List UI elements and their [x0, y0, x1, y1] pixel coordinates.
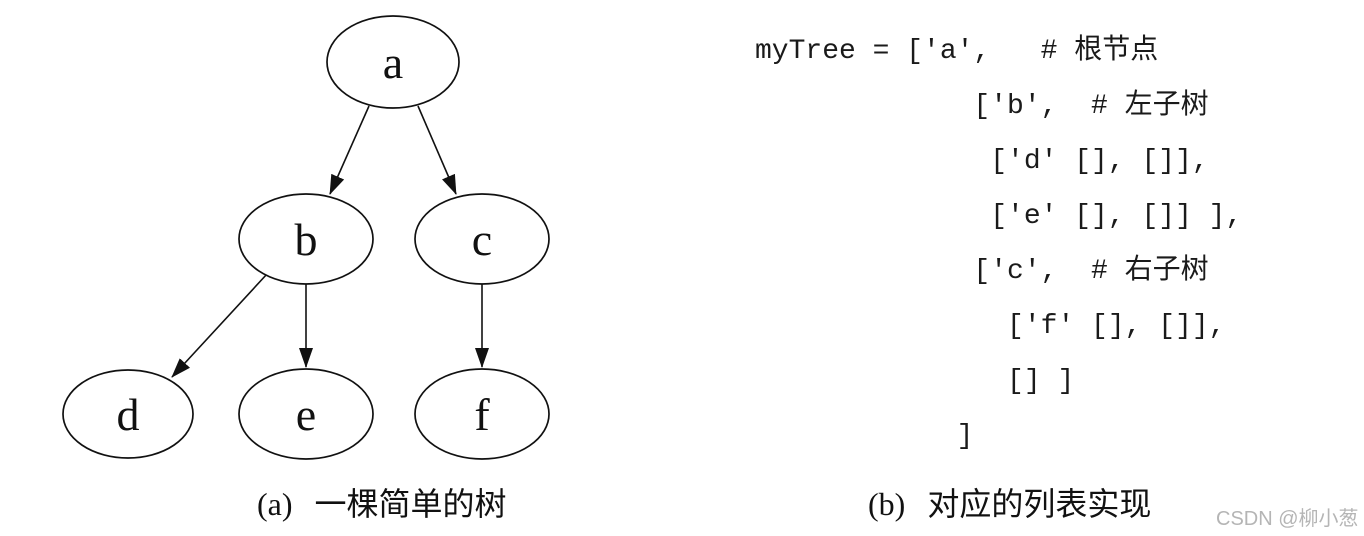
tree-node-c: c — [414, 193, 550, 285]
code-line-5: ['c', # 右子树 — [755, 256, 1209, 287]
caption-tree-text: 一棵简单的树 — [314, 486, 507, 522]
caption-tree: (a) 一棵简单的树 — [257, 479, 507, 525]
tree-node-d-label: d — [117, 389, 140, 440]
tree-node-a-label: a — [383, 37, 403, 88]
tree-node-a-ellipse — [326, 15, 460, 109]
code-line-2: ['b', # 左子树 — [755, 91, 1209, 122]
tree-node-b: b — [238, 193, 374, 285]
tree-node-f: f — [414, 368, 550, 460]
tree-node-b-label: b — [295, 214, 318, 265]
tree-node-e: e — [238, 368, 374, 460]
tree-node-e-label: e — [296, 389, 316, 440]
edge-b-d — [171, 273, 268, 378]
tree-node-d: d — [62, 369, 194, 459]
tree-node-c-label: c — [472, 214, 492, 265]
edge-a-b — [329, 105, 370, 195]
watermark: CSDN @柳小葱 — [1216, 508, 1359, 530]
edge-a-c — [417, 105, 457, 195]
code-listing: myTree = ['a', # 根节点 ['b', # 左子树 ['d' []… — [755, 24, 1242, 464]
code-line-4: ['e' [], []] ], — [755, 201, 1243, 232]
caption-list-text: 对应的列表实现 — [927, 486, 1152, 522]
code-line-8: ] — [755, 421, 974, 452]
tree-node-f-label: f — [474, 389, 490, 440]
tree-node-f-ellipse — [414, 368, 550, 460]
tree-node-a: a — [326, 15, 460, 109]
code-line-6: ['f' [], []], — [755, 311, 1226, 342]
caption-tree-index: (a) — [257, 486, 293, 522]
tree-node-b-ellipse — [238, 193, 374, 285]
code-line-3: ['d' [], []], — [755, 146, 1209, 177]
code-line-1: myTree = ['a', # 根节点 — [755, 36, 1159, 67]
caption-list-index: (b) — [868, 486, 906, 522]
tree-node-e-ellipse — [238, 368, 374, 460]
tree-diagram: a b c d e f — [62, 15, 550, 460]
tree-node-c-ellipse — [414, 193, 550, 285]
code-line-7: [] ] — [755, 366, 1075, 397]
caption-list: (b) 对应的列表实现 — [868, 479, 1151, 525]
tree-node-d-ellipse — [62, 369, 194, 459]
